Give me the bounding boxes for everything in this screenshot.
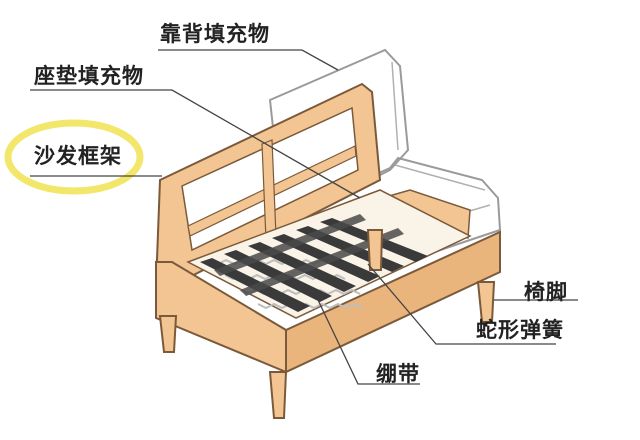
leader-webbing-band [317, 299, 420, 385]
leader-lines [30, 49, 578, 385]
label-sofa-leg: 椅脚 [524, 280, 568, 304]
highlight-ring [4, 119, 144, 195]
cross-bands [214, 214, 404, 296]
seat-front-rail [285, 230, 501, 374]
back-cushion-inner-line [391, 61, 399, 151]
label-sofa-frame: 沙发框架 [34, 144, 122, 168]
label-serpentine-spring: 蛇形弹簧 [476, 318, 564, 342]
leader-back-filling [158, 49, 339, 71]
leader-seat-filling [30, 89, 361, 199]
sofa-legs [158, 229, 496, 419]
leader-serpentine-spring [367, 263, 556, 345]
label-back-filling: 靠背填充物 [160, 22, 270, 46]
label-webbing-band: 绷带 [376, 362, 420, 386]
label-seat-filling: 座垫填充物 [34, 64, 144, 88]
